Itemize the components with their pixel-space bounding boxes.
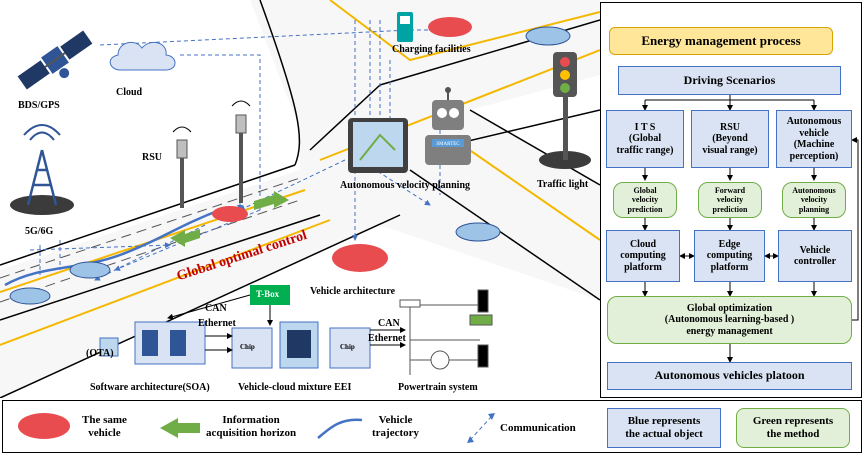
bds-gps-label: BDS/GPS xyxy=(18,100,60,111)
satellite-icon xyxy=(17,30,93,90)
ota-label: (OTA) xyxy=(86,348,114,359)
powertrain-label: Powertrain system xyxy=(398,382,478,393)
robot-icon: SMARTEC xyxy=(425,87,471,165)
platoon-text: Autonomous vehicles platoon xyxy=(654,368,805,383)
legend-green-arrow-icon xyxy=(160,418,200,438)
tbox-block xyxy=(167,285,290,326)
robot-badge-text: SMARTEC xyxy=(436,142,460,147)
legend-red-car-icon xyxy=(18,413,70,439)
legend-icons xyxy=(18,413,495,443)
legend-trajectory: Vehicle trajectory xyxy=(372,414,420,440)
ethernet-left-label: Ethernet xyxy=(198,318,236,329)
eei-block xyxy=(231,321,371,369)
flowchart-panel xyxy=(600,2,862,398)
traffic-light-icon xyxy=(539,52,591,169)
platoon-box: Autonomous vehicles platoon xyxy=(607,362,852,390)
legend-communication: Communication xyxy=(500,422,576,434)
red-car-icon xyxy=(212,17,472,272)
its-box: I T S (Global traffic range) xyxy=(606,110,684,168)
can-right-label: CAN xyxy=(378,318,400,329)
soa-label: Software architecture(SOA) xyxy=(90,382,210,393)
global-optimization-box: Global optimization (Autonomous learning… xyxy=(607,296,852,344)
vehicle-controller-box: Vehicle controller xyxy=(778,230,852,282)
flow-title: Energy management process xyxy=(641,32,801,48)
chip-right-label: Chip xyxy=(340,343,355,351)
ethernet-right-label: Ethernet xyxy=(368,333,406,344)
charging-label: Charging facilities xyxy=(392,44,471,55)
chip-left-label: Chip xyxy=(240,343,255,351)
driving-scenarios-box: Driving Scenarios xyxy=(618,66,841,95)
legend-green-note: Green represents the method xyxy=(736,408,850,448)
network-label: 5G/6G xyxy=(25,226,54,237)
legend-blue-note: Blue represents the actual object xyxy=(607,408,721,448)
rsu-box: RSU (Beyond visual range) xyxy=(691,110,769,168)
legend-info-horizon: Information acquisition horizon xyxy=(206,414,297,440)
information-horizon-arrow xyxy=(170,229,200,247)
charging-station-icon xyxy=(397,12,413,42)
information-horizon-arrow xyxy=(254,191,289,210)
vehicle-architecture-label: Vehicle architecture xyxy=(310,286,396,297)
eei-label: Vehicle-cloud mixture EEI xyxy=(238,382,352,393)
autonomous-velocity-planning-box: Autonomous velocity planning xyxy=(782,182,846,218)
tbox-label: T-Box xyxy=(256,289,280,299)
legend-communication-icon xyxy=(469,415,493,441)
blue-car-icon xyxy=(9,26,571,305)
powertrain-block xyxy=(399,289,493,375)
global-velocity-prediction-box: Global velocity prediction xyxy=(613,182,677,218)
traffic-light-label: Traffic light xyxy=(537,179,589,190)
can-left-label: CAN xyxy=(205,303,227,314)
forward-velocity-prediction-box: Forward velocity prediction xyxy=(698,182,762,218)
cloud-icon xyxy=(109,41,176,71)
legend-same-vehicle: The same vehicle xyxy=(82,414,127,440)
cloud-label: Cloud xyxy=(116,87,143,98)
legend-trajectory-icon xyxy=(317,418,363,439)
traffic-scene: SMARTEC xyxy=(0,0,600,398)
soa-block xyxy=(99,321,206,365)
driving-scenarios-text: Driving Scenarios xyxy=(683,72,776,87)
autonomous-vehicle-box: Autonomous vehicle (Machine perception) xyxy=(776,110,852,168)
edge-computing-box: Edge computing platform xyxy=(694,230,765,282)
tablet-icon xyxy=(348,118,408,173)
flowchart-arrows xyxy=(642,95,859,363)
velocity-planning-label: Autonomous velocity planning xyxy=(340,180,471,191)
cloud-computing-box: Cloud computing platform xyxy=(606,230,680,282)
vehicle-trajectory xyxy=(4,208,221,287)
rsu-icon xyxy=(172,100,251,208)
architecture-connectors xyxy=(205,327,406,353)
flow-title-box: Energy management process xyxy=(609,27,833,55)
rsu-label: RSU xyxy=(142,152,163,163)
legend-bar xyxy=(2,400,862,453)
network-tower-icon xyxy=(10,124,74,215)
